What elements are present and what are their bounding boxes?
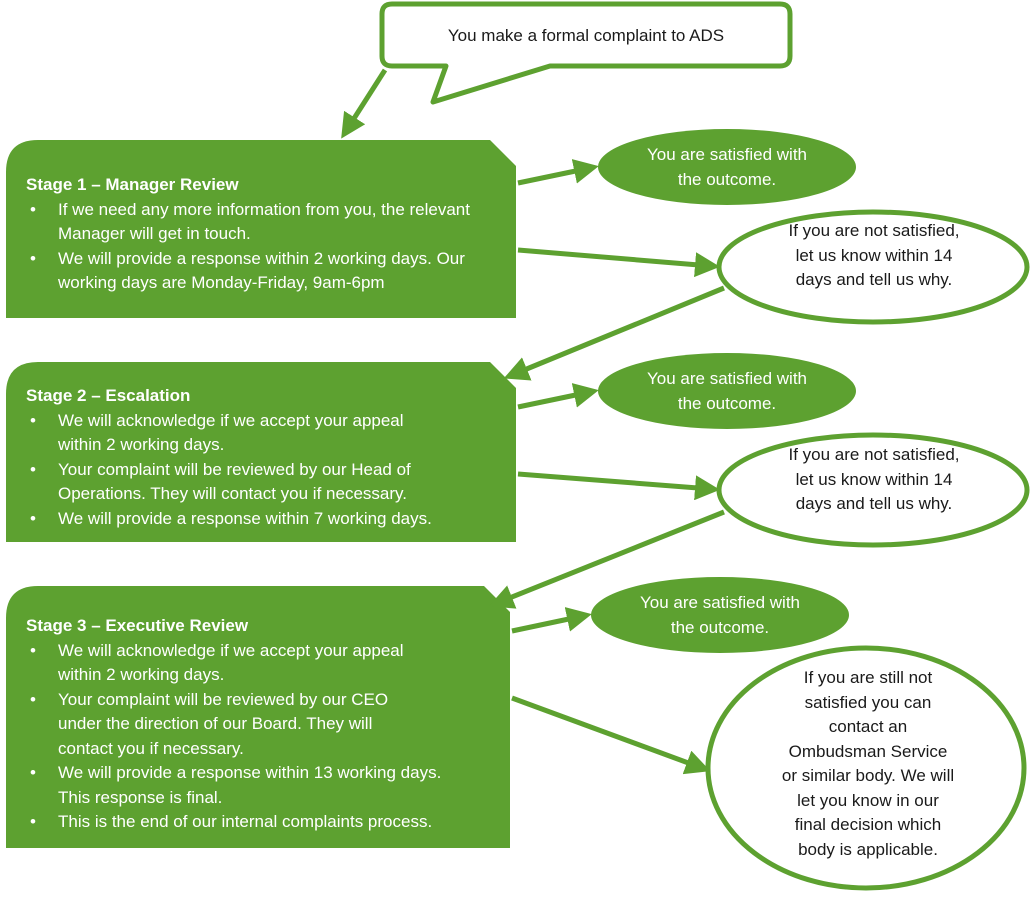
- stage-2-bullets: We will acknowledge if we accept your ap…: [26, 409, 496, 532]
- arrow-stage2-to-satisfied: [517, 383, 599, 410]
- satisfied-ellipse-1: [598, 129, 856, 205]
- stage-3-bullet: We will acknowledge if we accept your ap…: [26, 639, 448, 688]
- stage-2-bullet: We will provide a response within 7 work…: [26, 507, 508, 532]
- stage-1-title: Stage 1 – Manager Review: [26, 175, 239, 194]
- stage-1-content: Stage 1 – Manager Review If we need any …: [26, 173, 496, 296]
- stage-3-title: Stage 3 – Executive Review: [26, 616, 249, 635]
- stage-3-bullet: Your complaint will be reviewed by our C…: [26, 688, 428, 762]
- arrow-stage3-to-satisfied: [511, 607, 592, 634]
- satisfied-ellipse-3: [591, 577, 849, 653]
- arrow-not-satisfied-to-stage3: [488, 509, 725, 609]
- arrow-stage1-to-satisfied: [517, 159, 599, 186]
- stage-1-bullet: If we need any more information from you…: [26, 198, 478, 247]
- satisfied-label-3: You are satisfied with the outcome.: [639, 593, 801, 637]
- stage-3-bullet: We will provide a response within 13 wor…: [26, 761, 458, 810]
- stage-2-bullet: Your complaint will be reviewed by our H…: [26, 458, 478, 507]
- arrow-not-satisfied-to-stage2: [503, 285, 725, 381]
- start-speech-bubble: [379, 1, 793, 105]
- stage-2-bullet: We will acknowledge if we accept your ap…: [26, 409, 448, 458]
- not-satisfied-label-1: If you are not satisfied, let us know wi…: [788, 221, 960, 289]
- not-satisfied-label-2: If you are not satisfied, let us know wi…: [788, 445, 960, 513]
- stage-3-bullet: This is the end of our internal complain…: [26, 810, 508, 835]
- satisfied-label-1: You are satisfied with the outcome.: [646, 145, 808, 189]
- arrow-stage1-to-not-satisfied: [517, 247, 720, 278]
- arrow-stage2-to-not-satisfied: [517, 471, 720, 501]
- satisfied-ellipse-2: [598, 353, 856, 429]
- stage-2-content: Stage 2 – Escalation We will acknowledge…: [26, 384, 496, 531]
- arrow-stage3-to-ombudsman: [511, 695, 711, 775]
- stage-1-bullets: If we need any more information from you…: [26, 198, 496, 296]
- ombudsman-label: If you are still not satisfied you can c…: [781, 668, 955, 859]
- stage-3-bullets: We will acknowledge if we accept your ap…: [26, 639, 496, 835]
- start-label: You make a formal complaint to ADS: [447, 26, 725, 45]
- stage-2-title: Stage 2 – Escalation: [26, 386, 191, 405]
- stage-1-bullet: We will provide a response within 2 work…: [26, 247, 486, 296]
- arrow-start-to-stage1: [341, 68, 388, 139]
- satisfied-label-2: You are satisfied with the outcome.: [646, 369, 808, 413]
- stage-3-content: Stage 3 – Executive Review We will ackno…: [26, 614, 496, 835]
